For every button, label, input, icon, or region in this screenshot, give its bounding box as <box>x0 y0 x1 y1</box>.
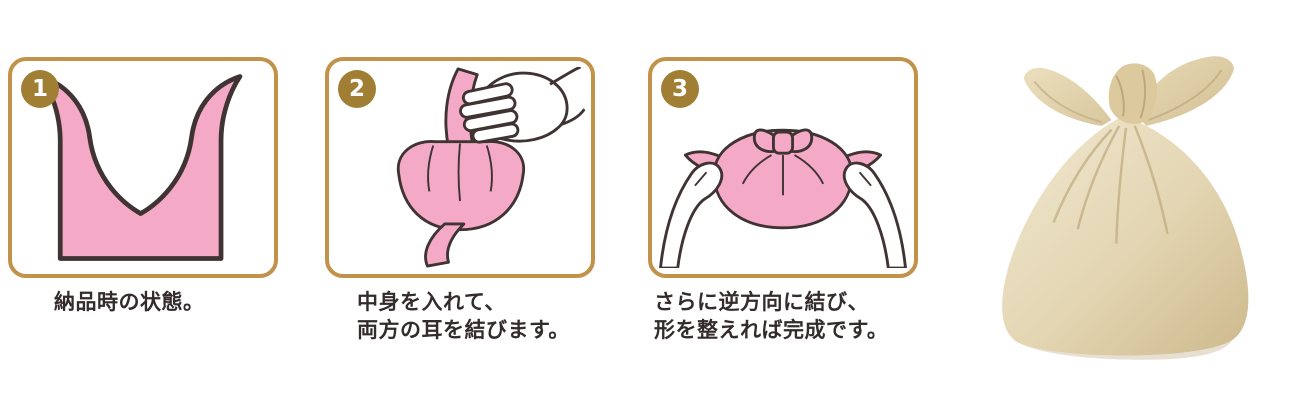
knot-right-loop <box>787 128 814 154</box>
step2-panel: 2 <box>325 57 595 278</box>
step1-caption-line1: 納品時の状態。 <box>54 290 205 314</box>
gathered-pouch <box>396 140 526 232</box>
bag-knot <box>1108 63 1157 124</box>
hand-tying-pouch-illustration <box>396 67 585 268</box>
bag-bottom-shadow <box>1016 340 1233 360</box>
step3-number: 3 <box>671 75 688 102</box>
flat-bag-shape <box>38 74 243 261</box>
finished-bag-photo <box>1002 56 1249 360</box>
knot-center <box>771 130 795 155</box>
knot-left-loop <box>752 128 779 154</box>
step3-caption-line2: 形を整えれば完成です。 <box>654 318 889 342</box>
step2-caption-line1: 中身を入れて、 <box>357 290 506 314</box>
step3-caption: さらに逆方向に結び、 形を整えれば完成です。 <box>654 288 888 344</box>
step3-number-badge: 3 <box>661 70 699 108</box>
step2-number-badge: 2 <box>338 70 376 108</box>
step1-number-badge: 1 <box>21 70 59 108</box>
step3-panel: 3 <box>648 57 918 278</box>
step1-panel: 1 <box>8 57 278 278</box>
step3-caption-line1: さらに逆方向に結び、 <box>654 290 869 314</box>
step2-caption-line2: 両方の耳を結びます。 <box>357 318 570 342</box>
hands-adjusting-knot-illustration <box>659 128 907 268</box>
bag-right-ear <box>1136 56 1235 126</box>
bag-left-ear <box>1023 67 1112 126</box>
step2-caption: 中身を入れて、 両方の耳を結びます。 <box>357 288 570 344</box>
step1-caption: 納品時の状態。 <box>54 288 205 316</box>
bag-lower-tail <box>424 222 466 268</box>
step2-number: 2 <box>348 75 365 102</box>
left-hand <box>659 161 724 268</box>
bag-body <box>1002 116 1249 356</box>
fingers <box>459 82 520 144</box>
right-hand <box>842 161 907 268</box>
step1-number: 1 <box>31 75 48 102</box>
